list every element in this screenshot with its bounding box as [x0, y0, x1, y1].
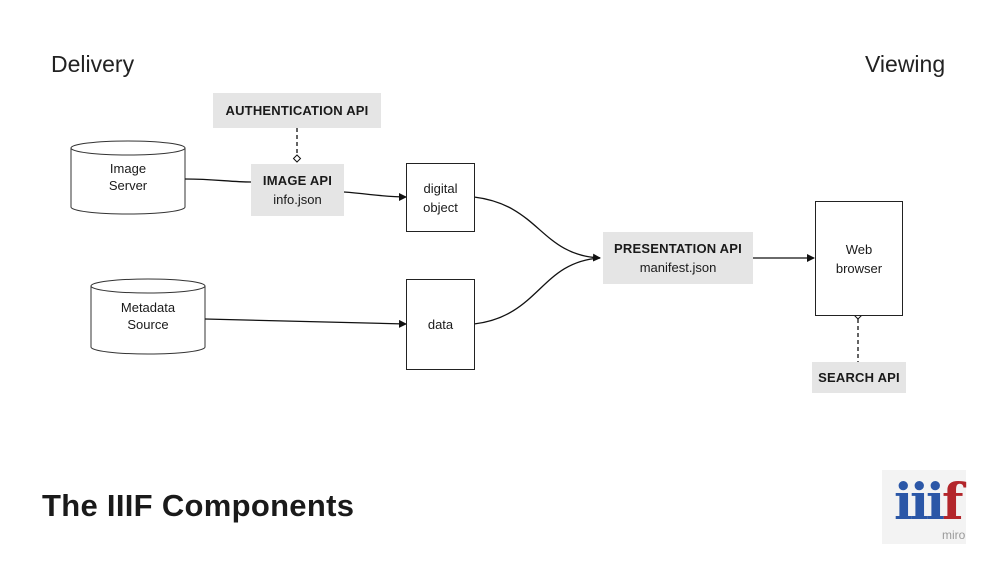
viewing-heading: Viewing: [865, 51, 946, 77]
delivery-heading: Delivery: [51, 51, 135, 77]
image-api-title: IMAGE API: [262, 173, 333, 188]
search-api-box: SEARCH API: [812, 362, 906, 393]
digital-object-box: digital object: [406, 163, 475, 232]
search-api-title: SEARCH API: [818, 370, 900, 385]
web-browser-box: Web browser: [815, 201, 903, 316]
authentication-api-box: AUTHENTICATION API: [213, 93, 381, 128]
image-api-box: IMAGE API info.json: [251, 164, 344, 216]
auth-connector-diamond: [292, 154, 302, 163]
edge-image-server-to-image-api: [184, 178, 252, 183]
image-server-label: Image Server: [108, 161, 148, 193]
edge-image-api-to-digital-object: [343, 191, 407, 201]
presentation-api-box: PRESENTATION API manifest.json: [603, 232, 753, 284]
presentation-api-title: PRESENTATION API: [614, 241, 742, 256]
edge-digital-object-to-presentation: [473, 196, 601, 262]
metadata-source-label: Metadata Source: [120, 300, 176, 332]
image-api-sub: info.json: [273, 192, 322, 207]
slide-title: The IIIF Components: [42, 488, 355, 523]
iiif-logo-mark: iiif: [894, 472, 963, 531]
image-server-cylinder: [70, 140, 186, 215]
metadata-source-cylinder: [90, 278, 206, 355]
iiif-logo: iiif: [882, 470, 966, 544]
authentication-api-title: AUTHENTICATION API: [225, 103, 369, 118]
edge-metadata-to-data: [204, 318, 407, 328]
edge-data-to-presentation: [473, 257, 601, 325]
presentation-api-sub: manifest.json: [639, 260, 717, 275]
miro-caption: miro: [942, 528, 966, 542]
data-box: data: [406, 279, 475, 370]
